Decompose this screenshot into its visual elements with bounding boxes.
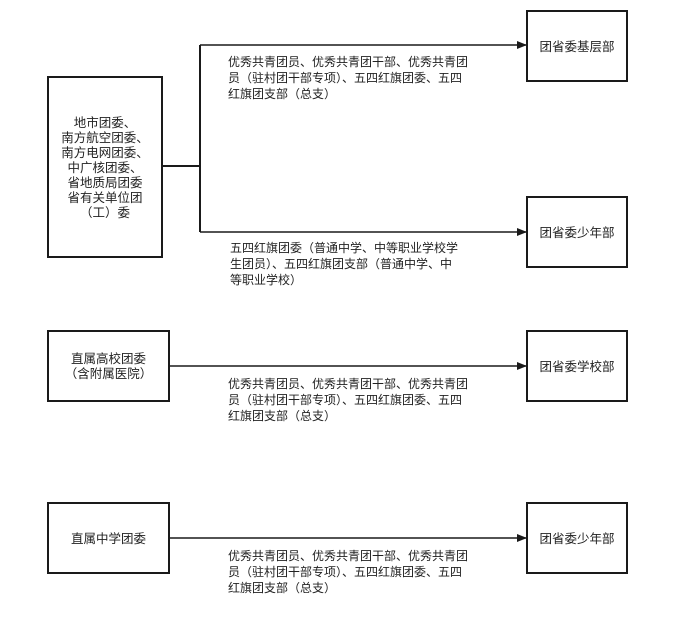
edge-label-local-to-grassroots: 优秀共青团员、优秀共青团干部、优秀共青团 员（驻村团干部专项）、五四红旗团委、五… — [228, 55, 469, 101]
target-box-school-dept: 团省委学校部 — [526, 330, 628, 402]
target-label-youth-dept-2: 团省委少年部 — [539, 530, 615, 546]
target-label-school-dept: 团省委学校部 — [539, 358, 615, 374]
source-box-local-committees: 地市团委、 南方航空团委、 南方电网团委、 中广核团委、 省地质局团委 省有关单… — [47, 76, 163, 258]
target-box-grassroots-dept: 团省委基层部 — [526, 10, 628, 82]
edge-label-university-to-school: 优秀共青团员、优秀共青团干部、优秀共青团 员（驻村团干部专项）、五四红旗团委、五… — [228, 377, 469, 423]
target-label-youth-dept-1: 团省委少年部 — [539, 224, 615, 240]
source-label-middle-school-committees: 直属中学团委 — [70, 530, 146, 546]
source-label-university-committees: 直属高校团委 （含附属医院） — [64, 351, 153, 381]
source-label-local-committees: 地市团委、 南方航空团委、 南方电网团委、 中广核团委、 省地质局团委 省有关单… — [61, 114, 149, 220]
target-box-youth-dept-2: 团省委少年部 — [526, 502, 628, 574]
target-box-youth-dept-1: 团省委少年部 — [526, 196, 628, 268]
target-label-grassroots-dept: 团省委基层部 — [539, 38, 615, 54]
source-box-middle-school-committees: 直属中学团委 — [47, 502, 170, 574]
source-box-university-committees: 直属高校团委 （含附属医院） — [47, 330, 170, 402]
edge-label-middle-to-youth: 优秀共青团员、优秀共青团干部、优秀共青团 员（驻村团干部专项）、五四红旗团委、五… — [228, 549, 469, 595]
edge-label-local-to-youth: 五四红旗团委（普通中学、中等职业学校学 生团员）、五四红旗团支部（普通中学、中 … — [230, 241, 459, 287]
